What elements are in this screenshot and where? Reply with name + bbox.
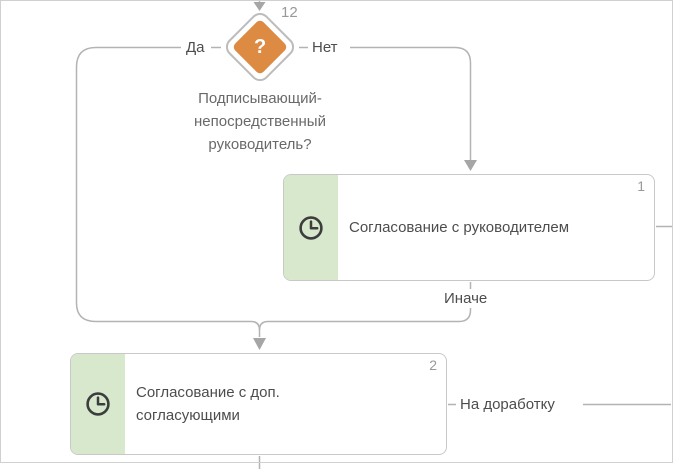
task2-accent-strip (71, 354, 125, 454)
arrowhead-into-task1 (464, 160, 477, 171)
edge-otherwise[interactable] (258, 282, 472, 331)
task1-accent-strip (284, 175, 338, 280)
gateway-question-line: непосредственный (194, 113, 326, 130)
task2-label-line: согласующими (136, 407, 240, 424)
arrowhead-into-gateway (253, 2, 266, 11)
edge-yes[interactable] (75, 46, 261, 338)
gateway-question-caption: Подписывающий- непосредственный руководи… (140, 87, 380, 156)
edge-label-otherwise[interactable]: Иначе (440, 289, 492, 308)
task2-label-line: Согласование с доп. (136, 384, 280, 401)
clock-icon (299, 215, 323, 240)
edge-label-no[interactable]: Нет (308, 38, 342, 57)
task-node-1[interactable]: 1 Согласование с руководителем (283, 174, 655, 281)
edge-label-yes[interactable]: Да (182, 38, 209, 57)
edge-label-rework[interactable]: На доработку (456, 395, 559, 414)
task-node-2[interactable]: 2 Согласование с доп. согласующими (70, 353, 447, 455)
question-mark-icon: ? (253, 36, 267, 58)
gateway-question-line: Подписывающий- (198, 90, 322, 107)
task1-number: 1 (637, 178, 645, 194)
gateway-number: 12 (281, 4, 298, 21)
gateway-question-line: руководитель? (208, 136, 312, 153)
edge-no[interactable] (350, 46, 472, 161)
clock-icon (86, 392, 110, 416)
arrowhead-into-task2 (253, 338, 266, 350)
task1-label: Согласование с руководителем (349, 219, 570, 236)
task2-number: 2 (429, 357, 437, 373)
